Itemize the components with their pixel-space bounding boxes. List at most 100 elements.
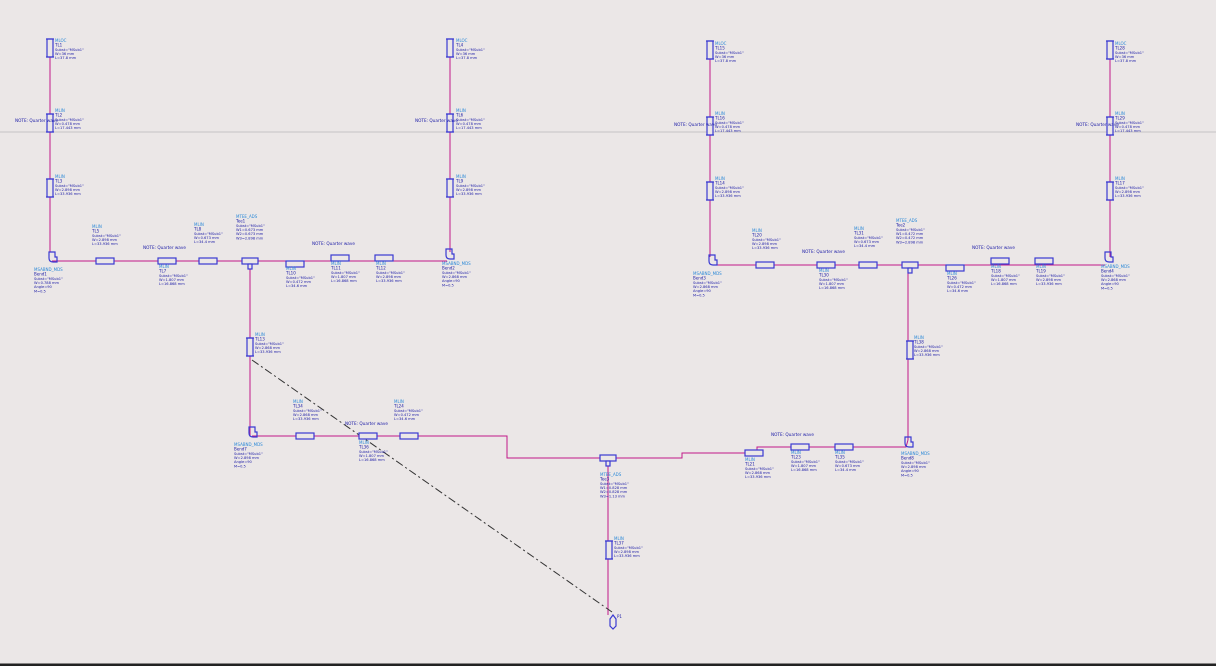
component-param-label: L=34.6 mm	[947, 289, 969, 293]
component-param-label: Subst="MSub1"	[835, 460, 864, 464]
component-param-label: W=1.807 mm	[819, 282, 844, 286]
component-param-label: W=2.868 mm	[914, 349, 939, 353]
component-name-label: TL36	[358, 444, 369, 449]
line-symbol	[46, 38, 54, 58]
component-param-label: W1=0.673 mm	[236, 228, 264, 232]
component-param-label: M=0.5	[34, 289, 46, 293]
component-name-label: Tee1	[235, 218, 246, 223]
component-param-label: Subst="MSub1"	[947, 281, 976, 285]
component-name-label: TL14	[714, 180, 725, 185]
line-symbol	[46, 113, 54, 133]
component-param-label: Subst="MSub1"	[791, 460, 820, 464]
line-symbol	[706, 40, 714, 60]
component-type-label: MLIN	[293, 399, 303, 404]
line-symbol	[834, 443, 854, 451]
component-param-label: L=34.6 mm	[394, 417, 416, 421]
component-param-label: Subst="MSub1"	[293, 409, 322, 413]
component-type-label: MLIN	[1115, 176, 1125, 181]
component-param-label: L=33.936 mm	[1115, 194, 1141, 198]
component-param-label: L=33.936 mm	[293, 417, 319, 421]
component-name-label: Bend1	[34, 271, 47, 276]
line-symbol	[46, 178, 54, 198]
component-type-label: MLIN	[55, 108, 65, 113]
component-param-label: Subst="MSub1"	[745, 467, 774, 471]
component-param-label: L=34.4 mm	[835, 468, 857, 472]
line-symbol	[95, 257, 115, 265]
line-symbol	[330, 254, 350, 262]
tee-symbol	[599, 454, 617, 462]
component-param-label: Subst="MSub1"	[901, 461, 930, 465]
component-p1[interactable]: P1	[609, 614, 622, 630]
component-param-label: W=0.478 mm	[55, 122, 80, 126]
component-name-label: TL16	[714, 115, 725, 120]
component-type-label: MLIN	[359, 440, 369, 445]
line-symbol	[1034, 257, 1054, 265]
line-symbol	[399, 432, 419, 440]
component-param-label: M=0.5	[693, 293, 705, 297]
component-name-label: TL38	[913, 339, 924, 344]
component-param-label: L=16.868 mm	[359, 458, 385, 462]
component-param-label: Subst="MSub1"	[1115, 186, 1144, 190]
line-symbol	[990, 257, 1010, 265]
component-param-label: W1=0.828 mm	[600, 486, 628, 490]
component-param-label: W=2.898 mm	[901, 465, 926, 469]
component-name-label: TL2	[54, 112, 63, 117]
component-param-label: Subst="MSub1"	[914, 345, 943, 349]
component-param-label: M=0.5	[234, 464, 246, 468]
line-symbol	[374, 254, 394, 262]
component-param-label: Subst="MSub1"	[1036, 274, 1065, 278]
component-param-label: Subst="MSub1"	[55, 48, 84, 52]
component-type-label: MSABND_MDS	[34, 267, 63, 272]
component-param-label: W=2.898 mm	[376, 275, 401, 279]
component-param-label: L=37.8 mm	[55, 56, 77, 60]
component-type-label: MLIN	[715, 111, 725, 116]
component-param-label: W=1.807 mm	[159, 278, 184, 282]
line-symbol	[358, 432, 378, 440]
component-name-label: TL20	[751, 232, 762, 237]
line-symbol	[1106, 40, 1114, 60]
